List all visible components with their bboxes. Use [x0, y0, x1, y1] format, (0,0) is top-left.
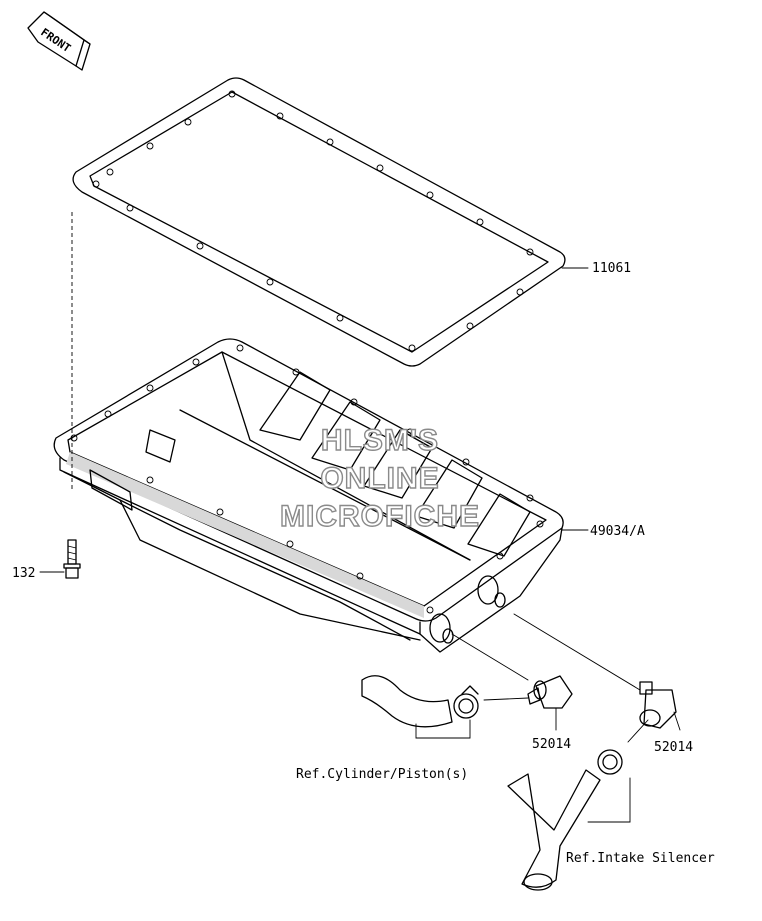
- fitting-right-guide: [513, 613, 641, 691]
- fitting-left-guide: [451, 633, 529, 681]
- oil-pan-gasket: [72, 77, 566, 367]
- fitting-left: [527, 675, 573, 731]
- bolt: [63, 539, 81, 579]
- ref-cylinder-piston: Ref.Cylinder/Piston(s): [296, 767, 468, 782]
- fitting-right-lower-guide: [627, 719, 649, 743]
- intake-hose: [507, 749, 623, 891]
- part-number-49034: 49034/A: [590, 524, 645, 539]
- part-number-52014-left: 52014: [532, 737, 571, 752]
- front-arrow-icon: FRONT: [27, 11, 91, 71]
- part-number-52014-right: 52014: [654, 740, 693, 755]
- part-number-132: 132: [12, 566, 35, 581]
- bracket-cylinder: [415, 719, 471, 739]
- front-label: FRONT: [38, 26, 73, 56]
- watermark-line-2: ONLINE: [320, 462, 439, 495]
- hose-clamp-guide: [483, 697, 529, 701]
- bracket-intake: [587, 777, 631, 823]
- oil-pan: [53, 338, 564, 653]
- fitting-right: [639, 681, 681, 731]
- hose-left: [361, 675, 479, 728]
- ref-intake-silencer: Ref.Intake Silencer: [566, 851, 715, 866]
- watermark-line-1: HLSM'S: [321, 424, 439, 457]
- watermark-line-3: MICROFICHE: [280, 500, 480, 533]
- part-number-11061: 11061: [592, 261, 631, 276]
